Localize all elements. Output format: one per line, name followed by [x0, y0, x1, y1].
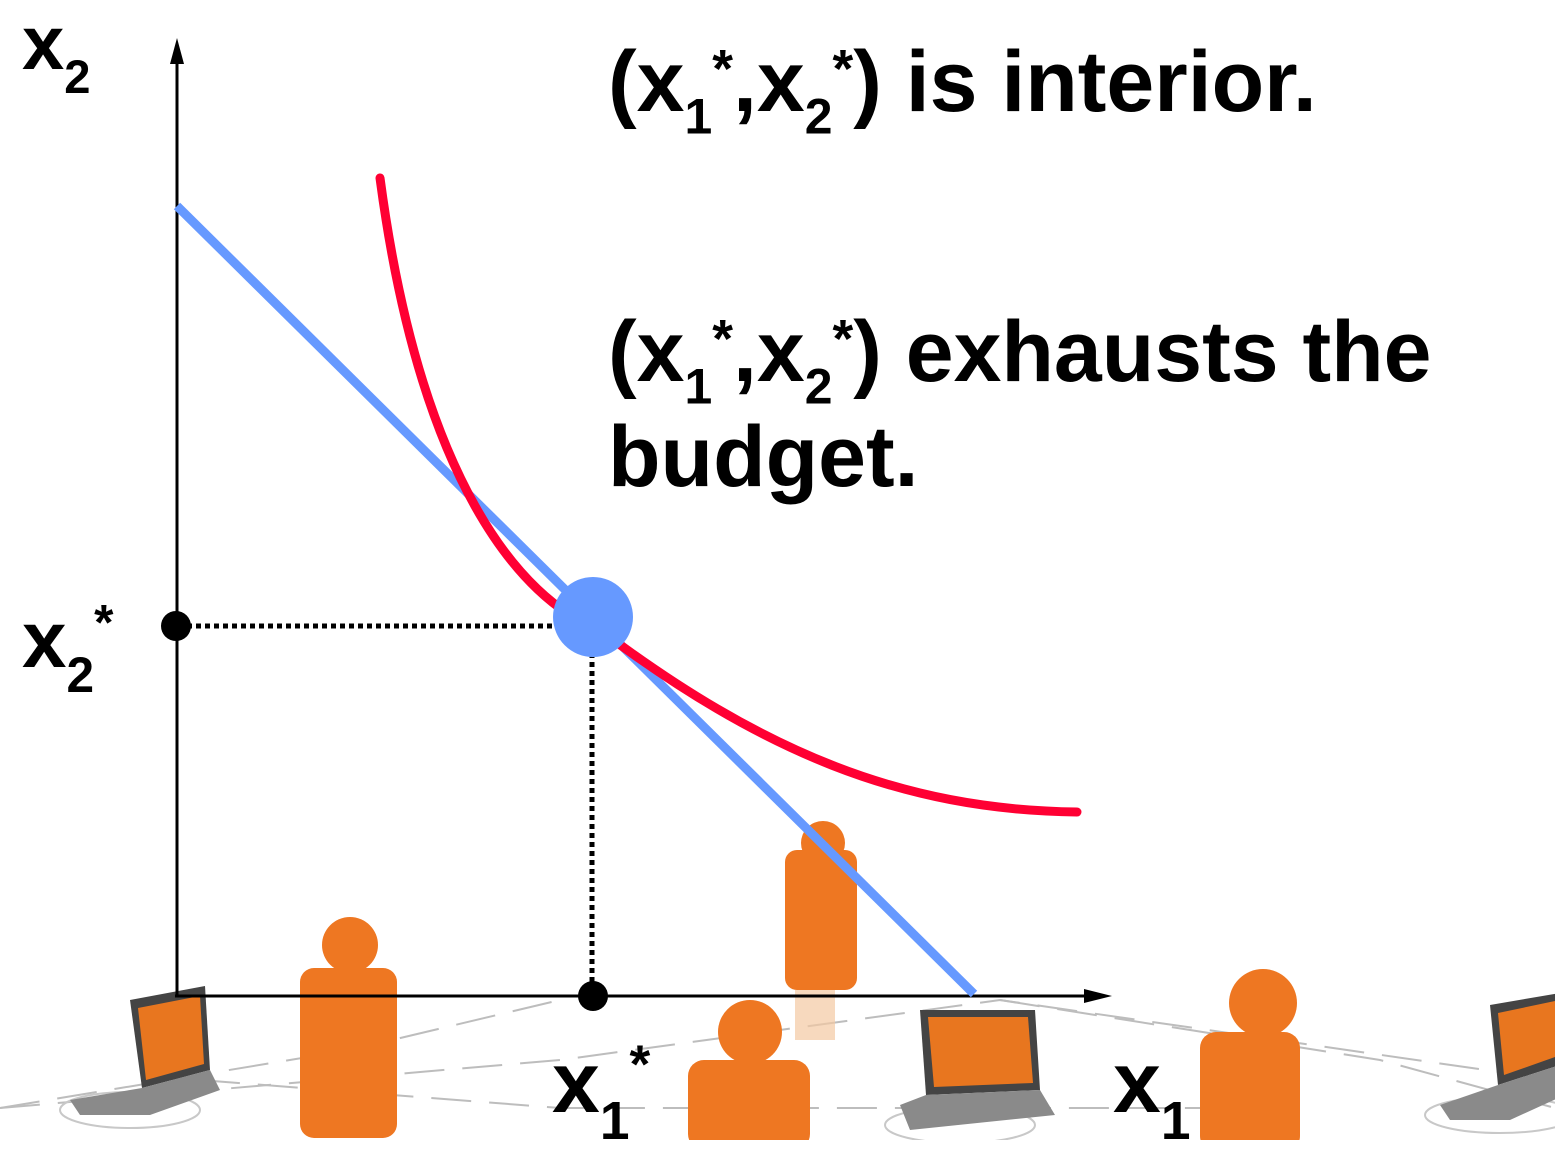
laptop-icon — [1424, 993, 1555, 1134]
x1-star-marker — [578, 981, 608, 1011]
statement-interior: (x1*,x2*) is interior. — [608, 34, 1317, 145]
x-axis-arrow-icon — [1084, 989, 1112, 1003]
x1-star-label: x1* — [552, 1035, 651, 1151]
person-figure-icon — [300, 917, 397, 1138]
y-axis-label: x2 — [22, 1, 91, 103]
axes — [170, 38, 1112, 1003]
x-axis-label: x1 — [1113, 1035, 1191, 1151]
x2-star-marker — [161, 611, 191, 641]
laptop-icon — [59, 986, 220, 1129]
x2-star-label: x2* — [22, 594, 114, 703]
person-figure-icon — [1200, 969, 1300, 1140]
person-figure-icon — [785, 821, 857, 1040]
person-figure-icon — [688, 1000, 810, 1140]
y-axis-arrow-icon — [170, 38, 184, 64]
statement-budget: (x1*,x2*) exhausts the budget. — [608, 304, 1432, 505]
optimum-point — [553, 577, 633, 657]
laptop-icon — [884, 1010, 1055, 1140]
